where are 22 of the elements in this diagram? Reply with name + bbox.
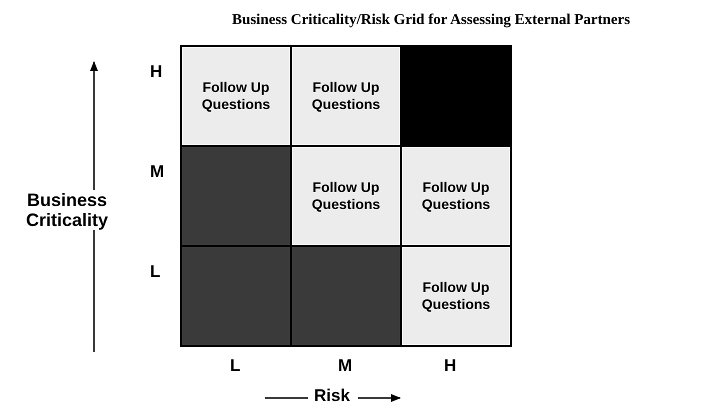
cell-text: Follow Up Questions	[310, 79, 382, 113]
row-label: H	[150, 62, 162, 82]
axis-title: Risk	[314, 386, 350, 406]
column-label: H	[444, 356, 456, 376]
shaded-cell	[180, 145, 292, 247]
row-label: M	[150, 162, 164, 182]
grid-cell	[400, 145, 512, 247]
column-label: M	[338, 356, 352, 376]
column-label: L	[230, 356, 240, 376]
shaded-cell	[180, 245, 292, 347]
grid-cell	[290, 145, 402, 247]
grid-cell	[290, 45, 402, 147]
grid-cell	[400, 245, 512, 347]
row-label: L	[150, 262, 160, 282]
cell-text: Follow Up Questions	[200, 79, 272, 113]
shaded-cell	[400, 45, 512, 147]
cell-text: Follow Up Questions	[310, 179, 382, 213]
grid-cell	[180, 45, 292, 147]
shaded-cell	[290, 245, 402, 347]
cell-text: Follow Up Questions	[420, 179, 492, 213]
diagram-title: Business Criticality/Risk Grid for Assessing External Partners	[232, 12, 632, 29]
cell-text: Follow Up Questions	[420, 279, 492, 313]
